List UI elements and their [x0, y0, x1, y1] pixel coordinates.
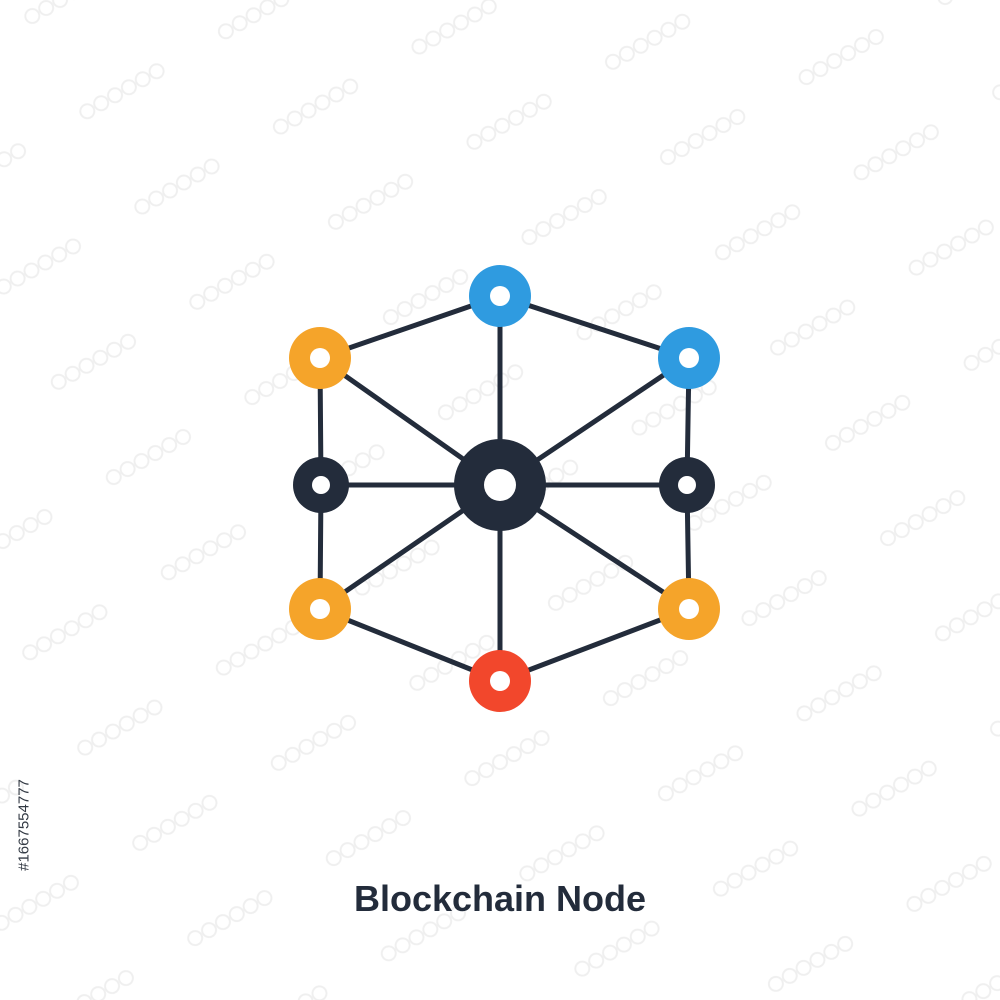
edge-bottom-right-to-bottom [497, 606, 692, 684]
node-bottom-left [289, 578, 351, 640]
stock-id-text: #1667554777 [15, 779, 33, 871]
node-top-hole [490, 286, 510, 306]
node-top [469, 265, 531, 327]
node-top-left-hole [310, 348, 330, 368]
node-bottom-hole [490, 671, 510, 691]
node-bottom-right-hole [679, 599, 699, 619]
network-nodes [289, 265, 720, 712]
node-top-right-hole [679, 348, 699, 368]
node-mid-right [659, 457, 715, 513]
node-top-right [658, 327, 720, 389]
node-bottom-left-hole [310, 599, 330, 619]
edge-top-to-top-left [317, 293, 503, 361]
node-mid-right-hole [678, 476, 696, 494]
edge-bottom-left-to-bottom [317, 606, 503, 684]
node-hub-hole [484, 469, 516, 501]
node-bottom-right [658, 578, 720, 640]
node-bottom [469, 650, 531, 712]
stock-id-label: #1667554777 [4, 760, 44, 890]
node-mid-left [293, 457, 349, 513]
node-mid-left-hole [312, 476, 330, 494]
edge-top-to-top-right [497, 293, 692, 361]
icon-caption: Blockchain Node [353, 878, 647, 919]
node-hub [454, 439, 546, 531]
node-top-left [289, 327, 351, 389]
